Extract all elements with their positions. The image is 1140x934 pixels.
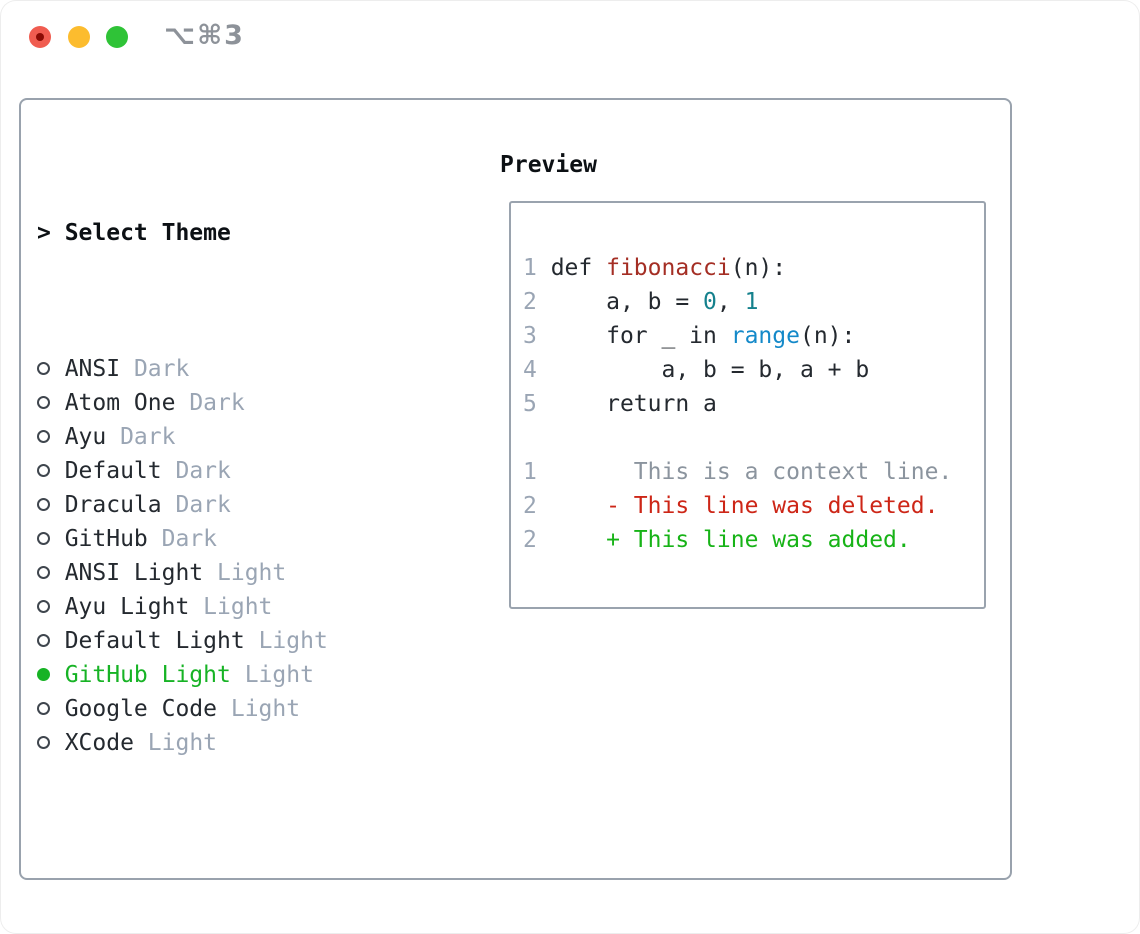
theme-name: ANSI Light — [64, 560, 218, 586]
theme-variant: Dark — [189, 390, 245, 416]
theme-name: Ayu — [64, 424, 121, 450]
theme-variant: Light — [217, 560, 287, 586]
theme-option[interactable]: GitHub Light Light — [37, 658, 425, 692]
code-segment: 1 — [744, 289, 759, 315]
theme-name: XCode — [64, 730, 148, 756]
theme-option[interactable]: ANSI Light Light — [37, 556, 425, 590]
code-segment: 2 — [523, 493, 537, 519]
spacer — [37, 862, 425, 896]
radio-circle-icon — [37, 352, 65, 386]
radio-circle-icon — [37, 454, 65, 488]
radio-circle-icon — [37, 726, 65, 760]
theme-variant: Light — [147, 730, 218, 756]
code-segment: 1 — [523, 255, 537, 281]
theme-name: ANSI — [64, 356, 134, 382]
theme-name: Ayu Light — [64, 594, 204, 620]
theme-name: Atom One — [64, 390, 190, 416]
theme-name: Default Light — [64, 628, 259, 654]
window-title: ⌥⌘3 — [164, 20, 245, 51]
code-segment: 1 — [523, 459, 537, 485]
radio-circle-icon — [37, 386, 65, 420]
code-segment: for _ in — [536, 323, 731, 349]
code-segment: a, b = b, a + b — [536, 357, 870, 383]
theme-variant: Light — [203, 594, 273, 620]
code-segment: 2 — [523, 527, 537, 553]
radio-circle-icon — [37, 556, 65, 590]
theme-name: Default — [64, 458, 176, 484]
theme-option[interactable]: Ayu Light Light — [37, 590, 425, 624]
radio-circle-icon — [37, 488, 65, 522]
code-segment: 2 — [523, 289, 537, 315]
code-segment: a, b = — [536, 289, 704, 315]
radio-circle-icon — [37, 692, 65, 726]
code-segment: return a — [536, 391, 717, 417]
theme-variant: Dark — [120, 424, 176, 450]
prompt-marker: > — [37, 220, 51, 246]
code-segment: 3 — [523, 323, 537, 349]
code-segment: - This line was deleted. — [536, 493, 939, 519]
theme-option[interactable]: GitHub Dark — [37, 522, 425, 556]
zoom-button[interactable] — [106, 26, 128, 48]
titlebar: ⌥⌘3 — [0, 0, 1140, 74]
theme-option[interactable]: Dracula Dark — [37, 488, 425, 522]
preview-line: 3 for _ in range(n): — [523, 319, 984, 353]
radio-circle-icon — [37, 624, 65, 658]
select-theme-header: > Select Theme — [37, 216, 425, 250]
preview-line: 4 a, b = b, a + b — [523, 353, 984, 387]
theme-variant: Light — [244, 662, 314, 688]
code-segment: + This line was added. — [536, 527, 911, 553]
close-button[interactable] — [29, 26, 51, 48]
preview-line: 1 This is a context line. — [523, 455, 984, 489]
select-theme-header-label: Select Theme — [64, 220, 231, 246]
theme-option[interactable]: Ayu Dark — [37, 420, 425, 454]
code-segment: This is a context line. — [536, 459, 953, 485]
theme-variant: Dark — [133, 356, 190, 382]
minimize-button[interactable] — [68, 26, 90, 48]
preview-line: 1 def fibonacci(n): — [523, 251, 984, 285]
code-segment: def — [536, 255, 607, 281]
preview-line — [523, 421, 984, 455]
theme-option[interactable]: ANSI Dark — [37, 352, 425, 386]
radio-circle-icon — [37, 420, 65, 454]
preview-line: 2 + This line was added. — [523, 523, 984, 557]
radio-circle-icon — [37, 658, 65, 692]
theme-name: GitHub Light — [64, 662, 245, 688]
preview-line: 2 - This line was deleted. — [523, 489, 984, 523]
theme-option[interactable]: XCode Light — [37, 726, 425, 760]
theme-option[interactable]: Atom One Dark — [37, 386, 425, 420]
theme-option[interactable]: Google Code Light — [37, 692, 425, 726]
code-segment: , — [716, 289, 745, 315]
theme-name: GitHub — [64, 526, 162, 552]
radio-circle-icon — [37, 590, 65, 624]
code-segment: (n): — [730, 255, 787, 281]
code-segment: (n): — [799, 323, 856, 349]
code-segment: range — [730, 323, 800, 349]
theme-variant: Dark — [175, 458, 231, 484]
theme-option[interactable]: Default Light Light — [37, 624, 425, 658]
theme-name: Dracula — [64, 492, 176, 518]
preview-header: Preview — [500, 152, 597, 178]
theme-name: Google Code — [64, 696, 231, 722]
theme-variant: Dark — [175, 492, 231, 518]
code-segment: 5 — [523, 391, 537, 417]
theme-variant: Dark — [161, 526, 218, 552]
code-segment: 4 — [523, 357, 537, 383]
radio-circle-icon — [37, 522, 65, 556]
theme-option[interactable]: Default Dark — [37, 454, 425, 488]
theme-variant: Light — [258, 628, 328, 654]
close-dot-icon — [36, 33, 44, 41]
preview-line: 2 a, b = 0, 1 — [523, 285, 984, 319]
code-segment: 0 — [703, 289, 717, 315]
theme-variant: Light — [230, 696, 301, 722]
code-segment: fibonacci — [606, 255, 731, 281]
preview-line: 5 return a — [523, 387, 984, 421]
